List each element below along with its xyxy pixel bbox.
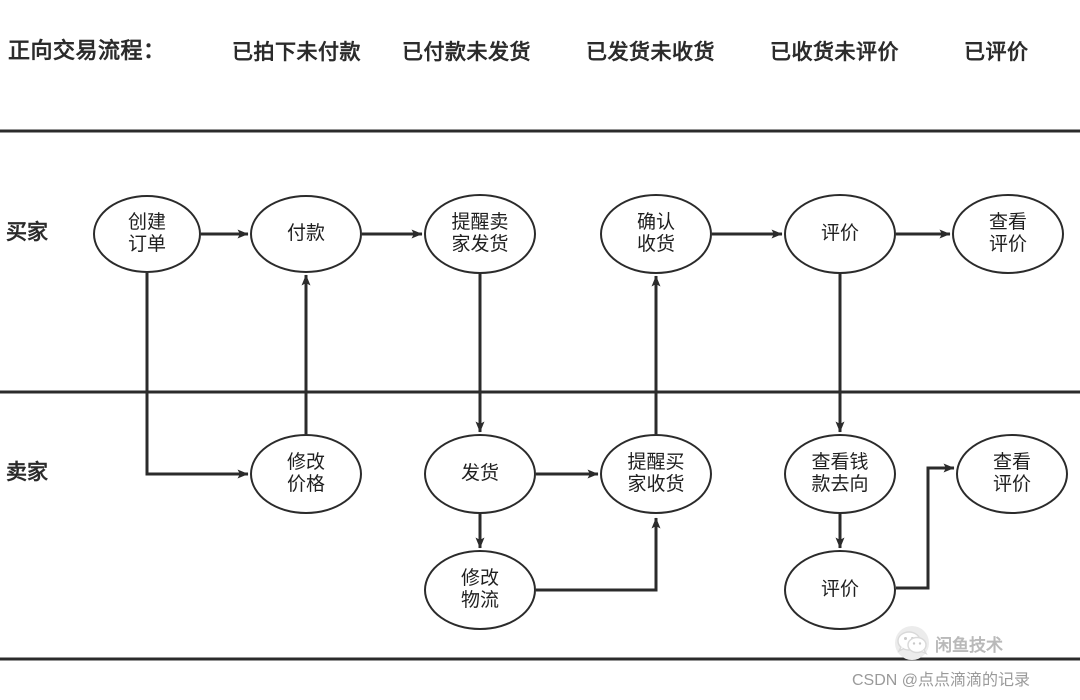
page-title: 正向交易流程： bbox=[8, 38, 166, 63]
credit-label: CSDN @点点滴滴的记录 bbox=[852, 672, 1031, 689]
node-ship-label: 发货 bbox=[460, 462, 499, 484]
stage-label-received-not-rated: 已收货未评价 bbox=[770, 41, 899, 64]
node-view-rating-seller[interactable]: 查看评价 bbox=[956, 434, 1068, 514]
node-rate-buyer[interactable]: 评价 bbox=[784, 194, 896, 274]
node-confirm-receipt[interactable]: 确认收货 bbox=[600, 194, 712, 274]
node-view-money-flow[interactable]: 查看钱款去向 bbox=[784, 434, 896, 514]
node-modify-logistics[interactable]: 修改物流 bbox=[424, 550, 536, 630]
node-remind-buyer-to-receive[interactable]: 提醒买家收货 bbox=[600, 434, 712, 514]
node-remind-buyer-to-receive-label: 提醒买家收货 bbox=[627, 451, 685, 495]
lane-dividers bbox=[0, 129, 1080, 661]
wechat-icon bbox=[895, 626, 929, 660]
edge-modify-logistics-to-remind-receipt bbox=[536, 517, 661, 592]
node-remind-seller-to-ship-label: 提醒卖家发货 bbox=[451, 211, 509, 255]
node-modify-price-label: 修改价格 bbox=[286, 451, 325, 495]
node-view-rating-buyer[interactable]: 查看评价 bbox=[952, 194, 1064, 274]
node-view-money-flow-label: 查看钱款去向 bbox=[811, 451, 869, 495]
edge-create-order-to-modify-price bbox=[145, 273, 249, 479]
node-rate-buyer-label: 评价 bbox=[820, 222, 859, 244]
node-ship[interactable]: 发货 bbox=[424, 434, 536, 514]
node-modify-logistics-label: 修改物流 bbox=[460, 567, 499, 611]
node-pay[interactable]: 付款 bbox=[250, 195, 362, 273]
node-view-rating-buyer-label: 查看评价 bbox=[988, 211, 1027, 255]
node-remind-seller-to-ship[interactable]: 提醒卖家发货 bbox=[424, 194, 536, 274]
node-modify-price[interactable]: 修改价格 bbox=[250, 434, 362, 514]
stage-label-shipped-not-received: 已发货未收货 bbox=[586, 41, 715, 64]
node-view-rating-seller-label: 查看评价 bbox=[992, 451, 1031, 495]
edge-rate-seller-to-view-rate-seller bbox=[896, 463, 955, 590]
lane-label-seller: 卖家 bbox=[6, 461, 48, 484]
node-rate-seller-label: 评价 bbox=[820, 578, 859, 600]
node-create-order-label: 创建订单 bbox=[127, 211, 166, 255]
lane-label-buyer: 买家 bbox=[6, 221, 48, 244]
watermark-label: 闲鱼技术 bbox=[935, 635, 1003, 655]
flow-edges bbox=[145, 229, 955, 592]
node-create-order[interactable]: 创建订单 bbox=[93, 195, 201, 273]
watermark: 闲鱼技术 bbox=[895, 626, 1003, 660]
stage-label-paid-not-shipped: 已付款未发货 bbox=[402, 41, 531, 64]
stage-label-pending-payment: 已拍下未付款 bbox=[232, 41, 361, 64]
node-pay-label: 付款 bbox=[286, 222, 325, 244]
node-confirm-receipt-label: 确认收货 bbox=[636, 211, 675, 255]
stage-label-rated: 已评价 bbox=[964, 41, 1029, 64]
node-rate-seller[interactable]: 评价 bbox=[784, 550, 896, 630]
